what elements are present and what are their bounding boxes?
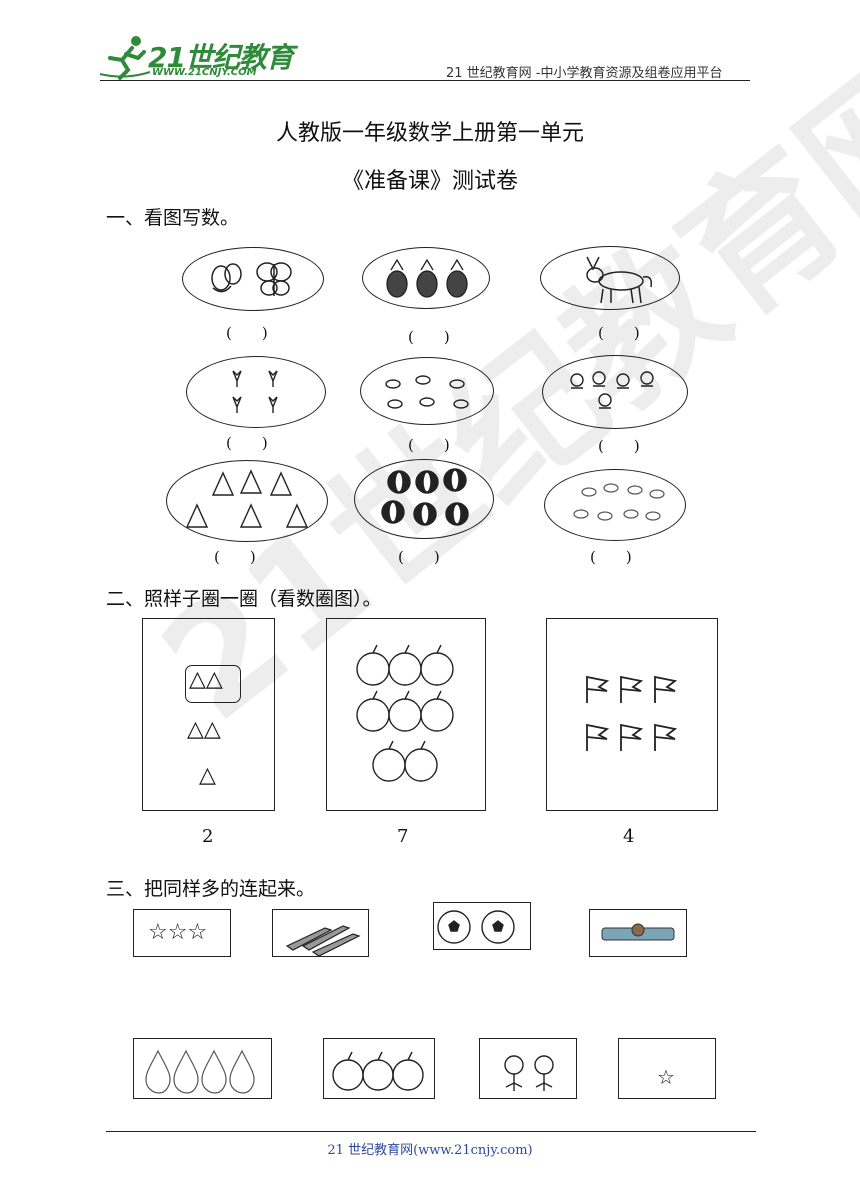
- answer-blank-8[interactable]: ( ): [398, 548, 440, 566]
- oval-leaves: [544, 469, 686, 541]
- footer-link[interactable]: 21 世纪教育网(www.21cnjy.com): [327, 1143, 533, 1158]
- child-icon: [570, 371, 654, 409]
- answer-blank-5[interactable]: ( ): [408, 436, 450, 454]
- section2-heading: 二、照样子圈一圈（看数圈图）。: [106, 588, 382, 610]
- flower-icon: [504, 1055, 554, 1091]
- leaf-icon: [573, 483, 665, 521]
- donkey-icon: [586, 256, 653, 304]
- circle-box-triangles: △△ △△ △: [142, 618, 275, 811]
- oval-donkey: [540, 246, 680, 310]
- answer-blank-4[interactable]: ( ): [226, 434, 268, 452]
- oval-butterflies: [182, 247, 324, 311]
- oval-flowers: [186, 356, 326, 428]
- triangle-single: △: [199, 763, 216, 788]
- star-text: ☆: [657, 1065, 675, 1089]
- section1-heading: 一、看图写数。: [106, 207, 240, 229]
- page-title: 人教版一年级数学上册第一单元: [275, 121, 584, 146]
- match-box-rolled-item[interactable]: [589, 909, 687, 957]
- ball-icon: [381, 468, 469, 526]
- answer-blank-2[interactable]: ( ): [408, 328, 450, 346]
- answer-blank-3[interactable]: ( ): [598, 324, 640, 342]
- triangle-row: △△: [189, 667, 223, 692]
- page-subtitle: 《准备课》测试卷: [341, 169, 518, 194]
- match-box-apples[interactable]: [323, 1038, 435, 1099]
- site-logo[interactable]: 21世纪教育 WWW.21CNJY.COM: [99, 34, 294, 82]
- triangle-row: △△: [187, 717, 221, 742]
- pear-icon: [145, 1049, 255, 1094]
- match-box-pears[interactable]: [133, 1038, 272, 1099]
- bird-icon: [385, 375, 469, 409]
- header-tagline: 21 世纪教育网 -中小学教育资源及组卷应用平台: [446, 66, 723, 81]
- match-box-flowers[interactable]: [479, 1038, 577, 1099]
- pineapple-icon: [386, 258, 468, 298]
- flag-icon: [586, 675, 678, 751]
- answer-blank-7[interactable]: ( ): [214, 548, 256, 566]
- oval-children: [542, 355, 688, 429]
- oval-hats: [166, 460, 328, 542]
- tulip-icon: [232, 370, 278, 413]
- logo-text: 21世纪教育: [148, 41, 294, 74]
- butterfly-icon: [211, 262, 292, 296]
- soccer-ball-icon: [437, 910, 515, 944]
- oval-birds: [360, 357, 494, 425]
- group-number-2: 7: [397, 826, 409, 847]
- apple-icon: [356, 644, 454, 782]
- logo-url: WWW.21CNJY.COM: [152, 67, 257, 78]
- section3-heading: 三、把同样多的连起来。: [106, 878, 316, 900]
- answer-blank-6[interactable]: ( ): [598, 437, 640, 455]
- hat-icon: [185, 469, 309, 528]
- match-box-soccer-balls[interactable]: [433, 902, 531, 950]
- answer-blank-9[interactable]: ( ): [590, 548, 632, 566]
- match-box-stars[interactable]: ☆☆☆: [133, 909, 231, 957]
- stars-text: ☆☆☆: [148, 920, 208, 945]
- match-box-star[interactable]: ☆: [618, 1038, 716, 1099]
- header-divider: [100, 80, 750, 81]
- runner-logo-icon: [99, 36, 151, 80]
- circle-box-flags: [546, 618, 718, 811]
- rolled-item-icon: [601, 923, 675, 941]
- circle-box-apples: [326, 618, 486, 811]
- group-number-1: 2: [202, 826, 214, 847]
- group-number-3: 4: [623, 826, 635, 847]
- pencil-icon: [285, 925, 361, 957]
- apple-icon: [332, 1051, 424, 1091]
- oval-pineapples: [362, 247, 490, 309]
- footer-divider: [106, 1131, 756, 1132]
- oval-balls: [354, 459, 494, 539]
- answer-blank-1[interactable]: ( ): [226, 324, 268, 342]
- sample-circle: [185, 665, 241, 703]
- match-box-pencils[interactable]: [272, 909, 369, 957]
